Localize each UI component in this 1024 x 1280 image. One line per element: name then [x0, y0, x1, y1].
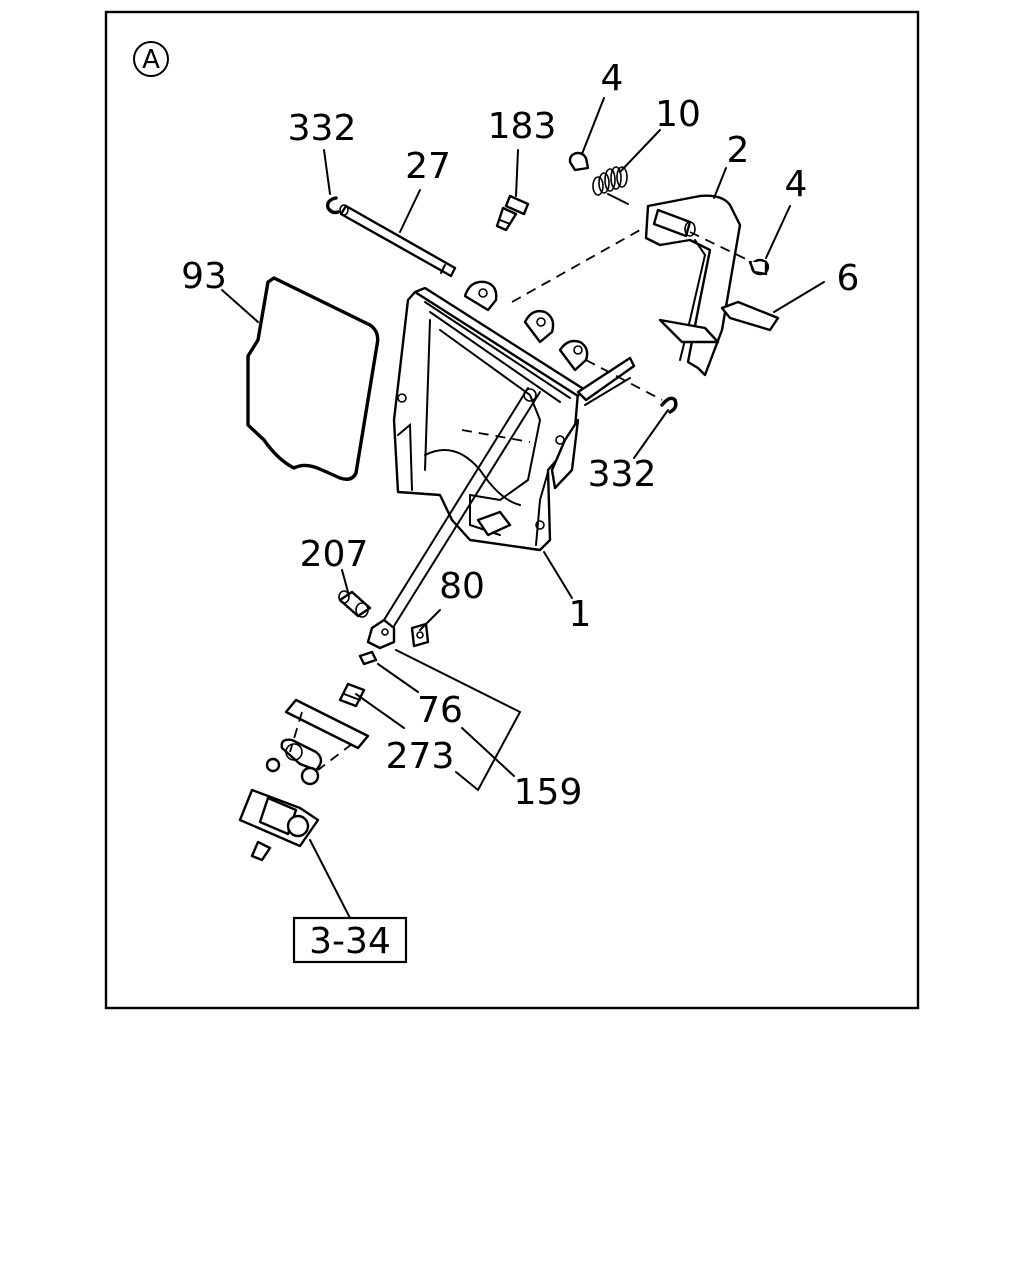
clip-332-top [325, 196, 340, 215]
callout-273: 273 [386, 736, 455, 777]
callout-labels: 332 27 183 4 10 2 4 6 93 332 207 80 1 76… [181, 58, 859, 813]
pedal-bracket-1 [392, 280, 636, 552]
bushing-4-right [748, 258, 770, 276]
callout-6: 6 [837, 258, 860, 299]
view-marker-letter: A [142, 45, 160, 75]
callout-1: 1 [569, 594, 592, 635]
assembly-lines [461, 229, 753, 443]
return-spring-10 [592, 166, 629, 205]
callout-80: 80 [439, 566, 485, 607]
clevis-assembly [366, 387, 541, 650]
callout-332-top: 332 [288, 108, 357, 149]
clip-332-right [660, 396, 678, 414]
bushing-4-top [568, 151, 590, 172]
master-cylinder [238, 698, 370, 862]
callout-2: 2 [727, 130, 750, 171]
callout-183: 183 [488, 106, 557, 147]
callout-93: 93 [181, 256, 227, 297]
reference-box: 3-34 [292, 916, 408, 964]
bolt-273 [338, 682, 366, 708]
pedal-pad-6 [720, 300, 780, 332]
callout-76: 76 [417, 690, 463, 731]
callout-159: 159 [514, 772, 583, 813]
nut-76 [358, 650, 378, 666]
callout-4-right: 4 [785, 164, 808, 205]
diagram-frame [104, 10, 920, 1010]
reference-box-label: 3-34 [309, 921, 391, 962]
callout-207: 207 [300, 534, 369, 575]
cover-plate-93 [246, 276, 380, 481]
callout-4-top: 4 [601, 58, 624, 99]
clevis-pin-207 [338, 590, 372, 618]
pedal-arm-2 [644, 194, 742, 377]
pivot-shaft-27 [339, 204, 457, 278]
bolt-183 [495, 194, 530, 232]
view-marker: A [133, 41, 169, 77]
callout-27: 27 [405, 146, 451, 187]
clip-80 [410, 622, 430, 648]
callout-10: 10 [655, 94, 701, 135]
leader-lines [221, 97, 825, 919]
callout-332-right: 332 [588, 454, 657, 495]
